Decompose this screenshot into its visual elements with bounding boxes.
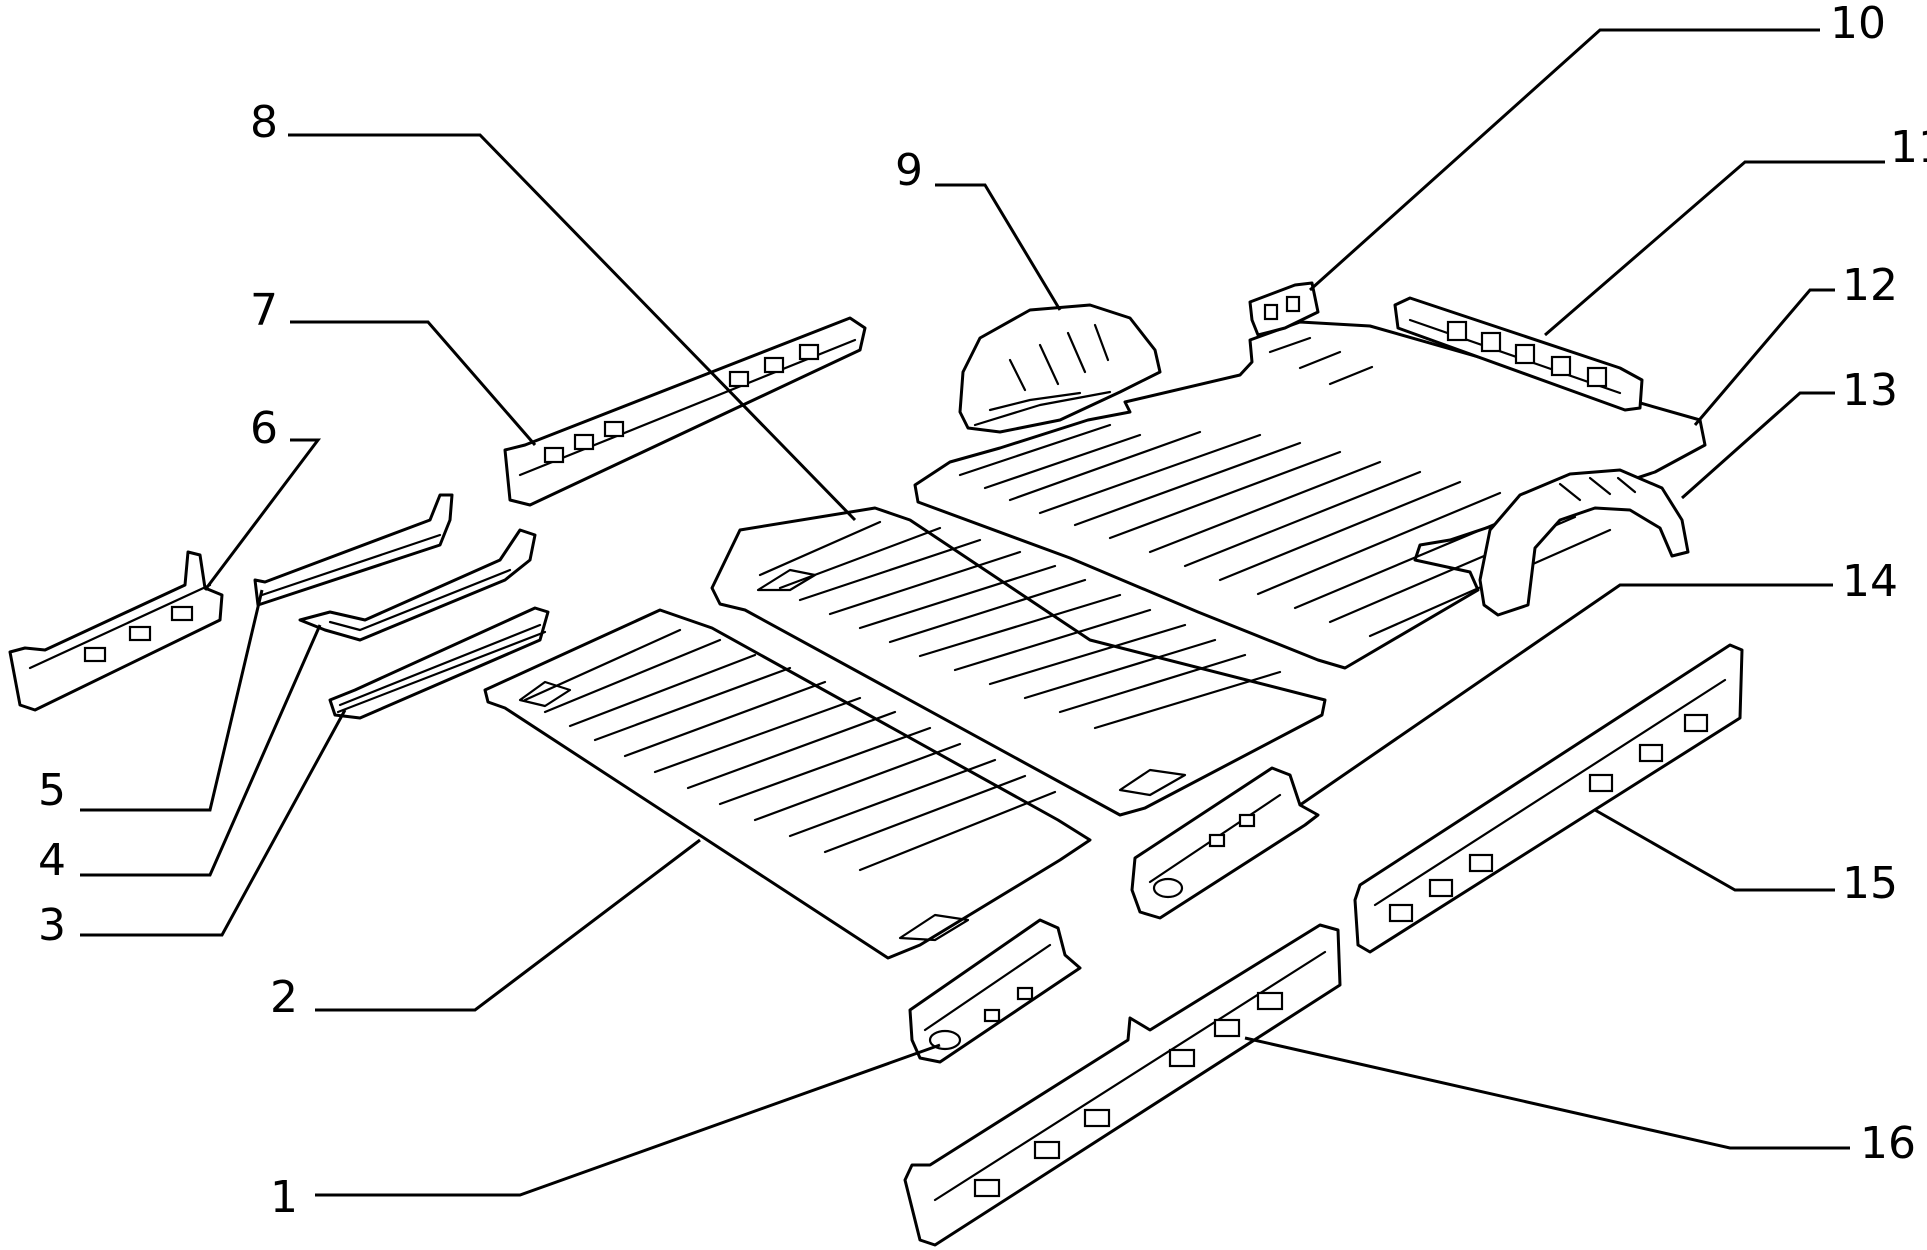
callout-13: 13 xyxy=(1842,365,1898,416)
part-8-middle-floor-panel xyxy=(710,506,1327,817)
part-7-upper-cross-member xyxy=(503,316,867,507)
callout-4: 4 xyxy=(38,835,66,886)
leader-3 xyxy=(80,709,347,937)
leader-8 xyxy=(288,133,857,522)
part-3-lower-rail xyxy=(328,606,550,720)
callout-1: 1 xyxy=(270,1172,298,1223)
leader-11 xyxy=(1544,160,1885,337)
part-11-rear-cross-member xyxy=(1393,296,1644,412)
leader-2 xyxy=(315,838,701,1012)
leader-14 xyxy=(1299,583,1833,807)
callout-8: 8 xyxy=(250,97,278,148)
callout-9: 9 xyxy=(895,145,923,196)
leader-6 xyxy=(203,438,322,591)
part-13-rear-wheel-arch xyxy=(1478,468,1690,617)
part-1-front-floor-member xyxy=(908,918,1082,1064)
callout-16: 16 xyxy=(1860,1118,1916,1169)
part-14-floor-member xyxy=(1130,766,1320,920)
leader-16 xyxy=(1244,1036,1850,1150)
part-15-right-side-sill xyxy=(1353,643,1744,954)
part-12-rear-floor-panel xyxy=(913,320,1707,670)
leader-1 xyxy=(315,1043,941,1197)
leader-15 xyxy=(1594,808,1835,892)
leader-7 xyxy=(290,320,537,446)
callout-7: 7 xyxy=(250,285,278,336)
part-10-bracket xyxy=(1248,281,1320,337)
leader-lines xyxy=(80,28,1885,1197)
part-6-left-bracket xyxy=(8,550,224,712)
callout-15: 15 xyxy=(1842,858,1898,909)
callout-11: 11 xyxy=(1890,122,1927,173)
callout-10: 10 xyxy=(1830,0,1886,49)
part-4-channel-rail xyxy=(298,528,537,642)
callout-2: 2 xyxy=(270,972,298,1023)
part-2-front-floor-panel xyxy=(483,608,1092,960)
part-16-left-side-sill xyxy=(903,923,1342,1247)
leader-10 xyxy=(1308,28,1820,292)
callout-6: 6 xyxy=(250,403,278,454)
leader-13 xyxy=(1681,391,1835,500)
callout-3: 3 xyxy=(38,900,66,951)
leader-9 xyxy=(935,183,1062,311)
part-5-upper-rail xyxy=(253,493,454,607)
leader-5 xyxy=(80,589,264,812)
part-9-wheel-arch-cover xyxy=(958,303,1162,434)
leader-12 xyxy=(1693,288,1835,426)
leader-4 xyxy=(80,624,322,877)
callout-labels: 1 2 3 4 5 6 7 8 9 10 11 12 13 14 15 16 xyxy=(38,0,1927,1223)
callout-5: 5 xyxy=(38,765,66,816)
callout-14: 14 xyxy=(1842,556,1898,607)
callout-12: 12 xyxy=(1842,260,1898,311)
